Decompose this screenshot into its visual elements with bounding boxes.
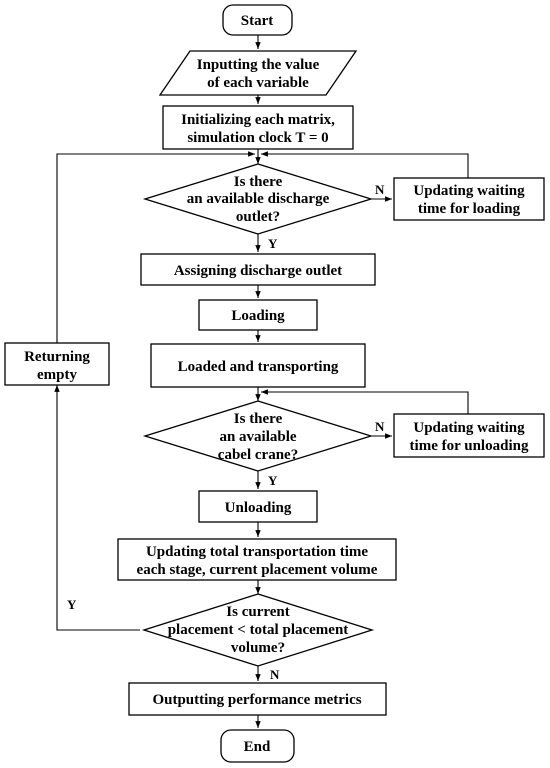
start-node	[222, 4, 293, 36]
decision-crane-diamond	[142, 400, 374, 472]
returning-line-2: empty	[37, 367, 77, 383]
edge-placement-yes	[54, 385, 140, 631]
outlet-yes-label: Y	[268, 236, 278, 251]
update-total-line-2: each stage, current placement volume	[137, 562, 378, 578]
decision-outlet-line-2: an available discharge	[187, 191, 330, 207]
input-parallelogram	[158, 50, 358, 96]
loading-box	[198, 299, 318, 331]
wait-unload-line-1: Updating waiting	[413, 420, 525, 436]
init-label-line-1: Initializing each matrix,	[181, 112, 335, 128]
update-total-line-1: Updating total transportation time	[146, 544, 368, 560]
output-box	[128, 682, 387, 716]
node-labels: Start Inputting the value of each variab…	[24, 13, 529, 755]
decision-outlet-line-3: outlet?	[236, 209, 280, 225]
output-label: Outputting performance metrics	[152, 692, 361, 708]
wait-unload-line-2: time for unloading	[410, 438, 529, 454]
outlet-no-label: N	[375, 182, 385, 197]
crane-yes-label: Y	[268, 473, 278, 488]
init-label-line-2: simulation clock T = 0	[187, 130, 328, 146]
init-box	[162, 105, 354, 150]
decision-placement-line-2: placement < total placement	[168, 622, 349, 638]
decision-placement-line-1: Is current	[226, 604, 289, 620]
node-shapes	[4, 4, 545, 763]
end-node	[220, 729, 295, 763]
edge-labels: N Y N Y Y N	[67, 182, 385, 682]
start-label: Start	[241, 13, 274, 29]
update-total-box	[117, 538, 397, 581]
crane-no-label: N	[375, 419, 385, 434]
end-label: End	[244, 739, 271, 755]
transport-box	[150, 343, 366, 388]
decision-crane-line-1: Is there	[234, 411, 283, 427]
wait-load-line-2: time for loading	[418, 201, 521, 217]
loading-label: Loading	[231, 308, 285, 324]
unloading-label: Unloading	[225, 500, 292, 516]
decision-outlet-line-1: Is there	[234, 174, 283, 190]
edge-wait-unload-loop	[261, 389, 469, 414]
wait-load-box	[393, 177, 545, 221]
assign-box	[140, 253, 376, 286]
input-label-line-1: Inputting the value	[197, 57, 320, 73]
decision-outlet-diamond	[142, 163, 374, 235]
placement-no-label: N	[270, 667, 280, 682]
unloading-box	[198, 490, 318, 523]
wait-load-line-1: Updating waiting	[413, 183, 525, 199]
returning-box	[4, 342, 110, 386]
placement-yes-label: Y	[67, 597, 77, 612]
wait-unload-box	[393, 413, 545, 458]
decision-crane-line-3: cabel crane?	[218, 447, 298, 463]
input-label-line-2: of each variable	[207, 75, 309, 91]
decision-crane-line-2: an available	[219, 429, 296, 445]
connectors	[54, 35, 469, 728]
transport-label: Loaded and transporting	[178, 359, 339, 375]
decision-placement-diamond	[141, 593, 375, 667]
edge-returning-loop	[56, 151, 255, 343]
returning-line-1: Returning	[24, 349, 90, 365]
assign-label: Assigning discharge outlet	[174, 263, 342, 279]
decision-placement-line-3: volume?	[231, 640, 285, 656]
edge-wait-load-loop	[261, 151, 469, 178]
